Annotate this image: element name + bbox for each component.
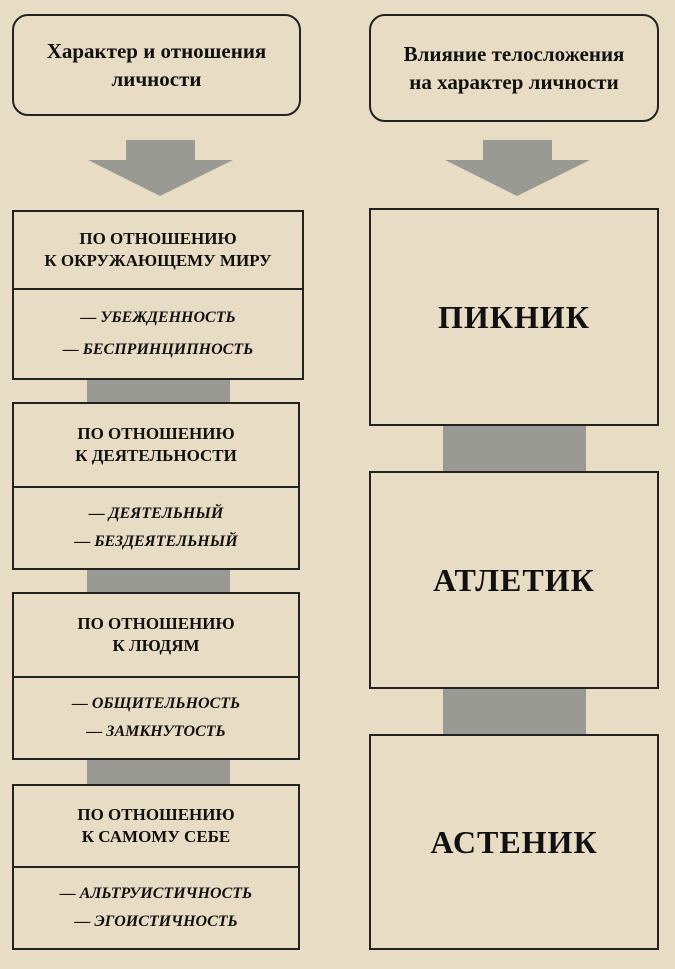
body-type-pyknic: ПИКНИК bbox=[369, 208, 659, 426]
relation-card-title: ПО ОТНОШЕНИЮ К ДЕЯТЕЛЬНОСТИ bbox=[14, 404, 298, 488]
relation-item: — БЕЗДЕЯТЕЛЬНЫЙ bbox=[74, 533, 238, 551]
body-type-athletic: АТЛЕТИК bbox=[369, 471, 659, 689]
relation-item: — АЛЬТРУИСТИЧНОСТЬ bbox=[59, 884, 253, 902]
relation-card-activity: ПО ОТНОШЕНИЮ К ДЕЯТЕЛЬНОСТИ — ДЕЯТЕЛЬНЫЙ… bbox=[12, 402, 300, 570]
right-connector bbox=[443, 682, 586, 742]
relation-item: — БЕСПРИНЦИПНОСТЬ bbox=[62, 340, 254, 358]
body-type-asthenic: АСТЕНИК bbox=[369, 734, 659, 950]
relation-card-people: ПО ОТНОШЕНИЮ К ЛЮДЯМ — ОБЩИТЕЛЬНОСТЬ — З… bbox=[12, 592, 300, 760]
left-down-arrow-icon bbox=[88, 140, 233, 196]
left-header: Характер и отношения личности bbox=[12, 14, 301, 116]
relation-item: — ЗАМКНУТОСТЬ bbox=[86, 723, 226, 741]
relation-item: — ОБЩИТЕЛЬНОСТЬ bbox=[71, 694, 241, 712]
right-connector bbox=[443, 418, 586, 478]
relation-item: — ДЕЯТЕЛЬНЫЙ bbox=[88, 504, 224, 522]
relation-card-title: ПО ОТНОШЕНИЮ К ОКРУЖАЮЩЕМУ МИРУ bbox=[14, 212, 302, 290]
relation-card-title: ПО ОТНОШЕНИЮ К САМОМУ СЕБЕ bbox=[14, 786, 298, 868]
relation-item: — УБЕЖДЕННОСТЬ bbox=[80, 309, 236, 327]
relation-card-title: ПО ОТНОШЕНИЮ К ЛЮДЯМ bbox=[14, 594, 298, 678]
relation-card-self: ПО ОТНОШЕНИЮ К САМОМУ СЕБЕ — АЛЬТРУИСТИЧ… bbox=[12, 784, 300, 950]
relation-card-world: ПО ОТНОШЕНИЮ К ОКРУЖАЮЩЕМУ МИРУ — УБЕЖДЕ… bbox=[12, 210, 304, 380]
relation-item: — ЭГОИСТИЧНОСТЬ bbox=[74, 913, 238, 931]
right-down-arrow-icon bbox=[445, 140, 590, 196]
right-header: Влияние телосложения на характер личност… bbox=[369, 14, 659, 122]
